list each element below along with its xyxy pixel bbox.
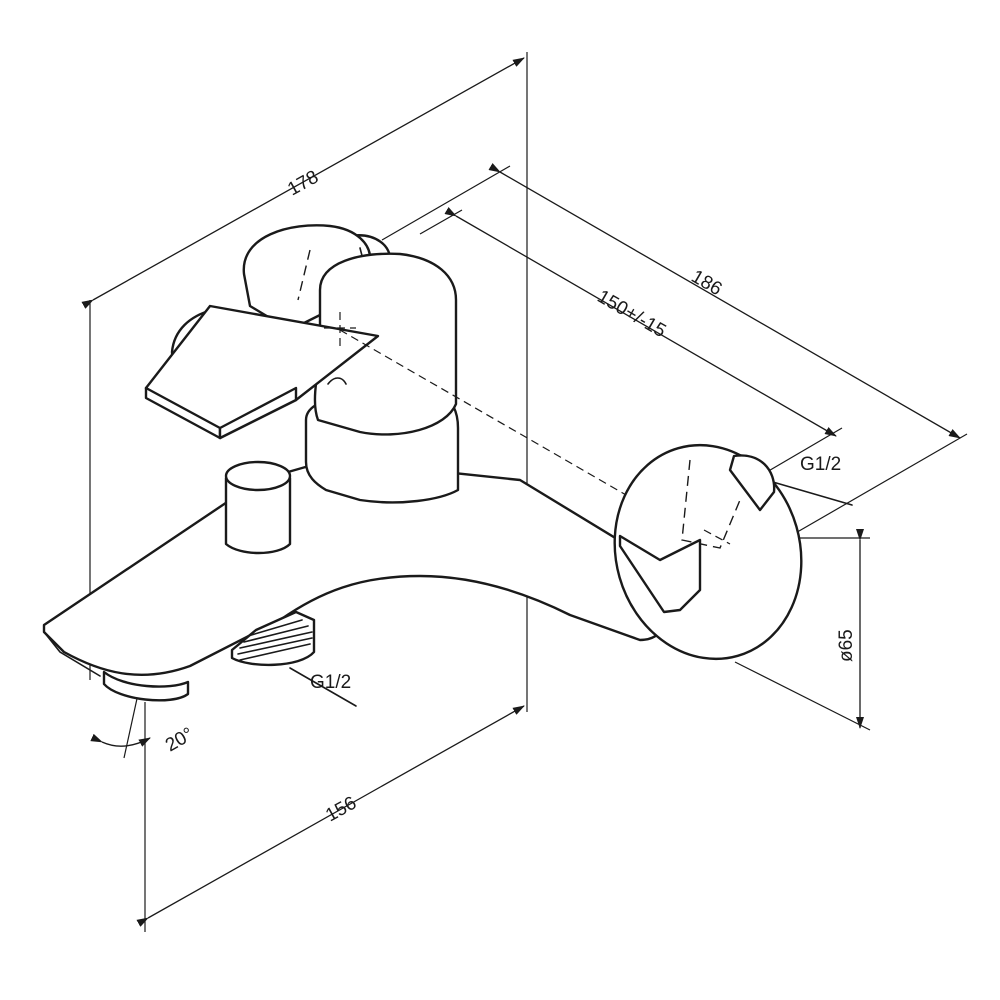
label-angle: 20° — [162, 724, 197, 757]
diverter-knob-body — [224, 476, 292, 555]
extension-line-186-top — [381, 165, 511, 241]
connection-centerline — [339, 329, 719, 549]
angle-reference-line — [123, 693, 139, 759]
mixer-handle — [144, 252, 458, 440]
spout-tip-edge — [43, 631, 101, 677]
front-connector-nut — [728, 454, 776, 512]
label-186: 186 — [688, 266, 726, 300]
lever-side-edge — [218, 386, 298, 440]
outlet-thread — [230, 610, 316, 667]
dimension-line-186 — [488, 163, 961, 439]
dimension-lines — [81, 52, 968, 932]
handle-cap — [313, 252, 458, 436]
dimension-line-150 — [444, 207, 837, 437]
extension-line-65-bottom — [734, 661, 871, 731]
body-rosette-joint — [618, 534, 702, 614]
label-156: 156 — [322, 793, 360, 827]
label-178: 178 — [284, 167, 322, 201]
diverter-knob-top — [224, 460, 292, 492]
leader-inlet-thread — [765, 479, 853, 506]
diverter-knob — [224, 460, 292, 555]
handle-screw — [327, 377, 347, 385]
front-center-mark — [703, 529, 731, 545]
rear-hidden-edge — [297, 249, 311, 301]
leader-outlet-thread — [289, 667, 357, 707]
outlet-thread-ridges — [237, 619, 313, 661]
label-outlet-thread: G1/2 — [310, 672, 351, 693]
label-inlet-thread: G1/2 — [800, 454, 841, 475]
dimension-line-178 — [81, 57, 525, 309]
extension-line-150-top — [419, 209, 463, 235]
angle-arc-20 — [90, 733, 151, 747]
front-wall-rosette — [613, 443, 803, 661]
dimension-line-156 — [136, 705, 525, 927]
label-diameter: ø65 — [836, 629, 857, 662]
extension-line-186-bottom — [779, 433, 968, 543]
spout-aerator — [102, 670, 190, 702]
faucet-body — [42, 394, 670, 702]
label-150: 150+/-15 — [594, 286, 670, 342]
